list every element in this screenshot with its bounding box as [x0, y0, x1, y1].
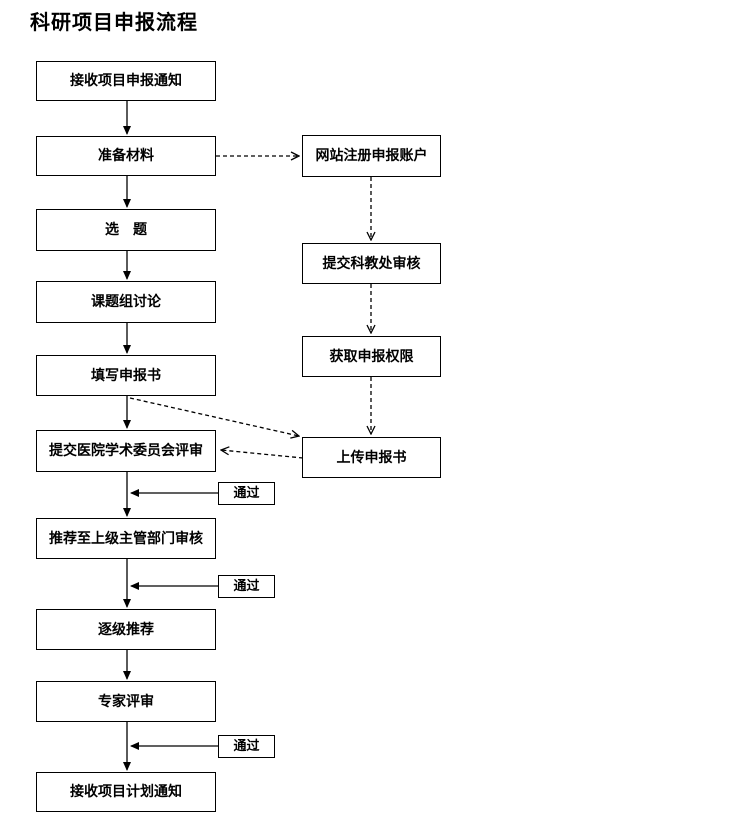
flow-step-obtain-application-permission: 获取申报权限 — [302, 336, 441, 377]
dashed-upload-to-committee — [221, 450, 304, 459]
page-title: 科研项目申报流程 — [30, 10, 198, 34]
flow-step-fill-application: 填写申报书 — [36, 355, 216, 396]
flow-step-receive-plan-notice: 接收项目计划通知 — [36, 772, 216, 812]
flow-step-website-register-account: 网站注册申报账户 — [302, 135, 441, 177]
flow-step-hospital-committee-review: 提交医院学术委员会评审 — [36, 430, 216, 472]
flow-step-expert-review: 专家评审 — [36, 681, 216, 722]
flow-step-group-discussion: 课题组讨论 — [36, 281, 216, 323]
flow-step-topic-selection: 选 题 — [36, 209, 216, 251]
flow-step-level-recommendation: 逐级推荐 — [36, 609, 216, 650]
flow-step-upload-application: 上传申报书 — [302, 437, 441, 478]
flow-step-receive-notice: 接收项目申报通知 — [36, 61, 216, 101]
pass-badge-3: 通过 — [218, 735, 275, 758]
flow-step-submit-science-education-review: 提交科教处审核 — [302, 243, 441, 284]
flow-step-recommend-superior-review: 推荐至上级主管部门审核 — [36, 518, 216, 559]
flow-step-prepare-materials: 准备材料 — [36, 136, 216, 176]
pass-badge-2: 通过 — [218, 575, 275, 598]
pass-badge-1: 通过 — [218, 482, 275, 505]
